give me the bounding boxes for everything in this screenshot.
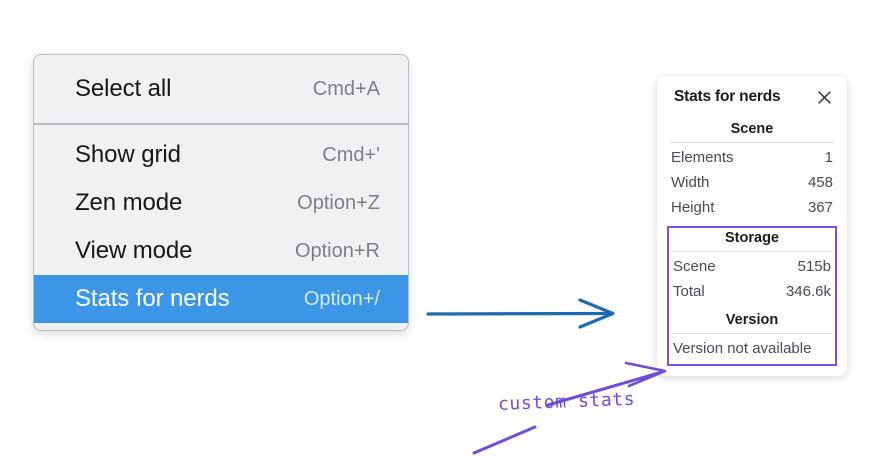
menu-item-show-grid[interactable]: Show grid Cmd+' <box>34 131 408 179</box>
menu-item-label: Stats for nerds <box>75 285 230 312</box>
stats-storage-section: Storage Scene 515b Total 346.6k <box>672 228 832 304</box>
context-menu[interactable]: Select all Cmd+A Show grid Cmd+' Zen mod… <box>33 54 409 331</box>
stat-key: Scene <box>673 258 716 275</box>
stats-scene-section: Scene Elements 1 Width 458 Height 367 <box>657 119 847 220</box>
stats-panel: Stats for nerds Scene Elements 1 Width 4… <box>657 76 847 376</box>
version-text: Version not available <box>673 340 812 357</box>
menu-item-zen-mode[interactable]: Zen mode Option+Z <box>34 179 408 227</box>
custom-stats-annotation-arrow <box>472 361 667 455</box>
stat-value: 367 <box>807 199 833 216</box>
menu-item-label: Select all <box>75 75 172 102</box>
stats-panel-header: Stats for nerds <box>657 88 847 106</box>
menu-item-select-all[interactable]: Select all Cmd+A <box>34 65 408 113</box>
menu-item-label: Zen mode <box>75 189 183 216</box>
flow-arrow-icon <box>426 298 615 329</box>
close-icon[interactable] <box>816 89 833 106</box>
stat-key: Width <box>671 174 710 191</box>
menu-item-stats-for-nerds[interactable]: Stats for nerds Option+/ <box>34 275 408 323</box>
stat-value: 346.6k <box>785 283 831 300</box>
section-heading-storage: Storage <box>672 228 832 252</box>
section-heading-scene: Scene <box>670 119 834 143</box>
menu-item-label: View mode <box>75 237 193 264</box>
stat-row: Height 367 <box>670 195 834 220</box>
stat-key: Total <box>673 283 705 300</box>
page-title: Stats for nerds <box>674 88 781 105</box>
section-heading-version: Version <box>672 310 832 334</box>
menu-item-label: Show grid <box>75 141 181 168</box>
stat-value: 1 <box>824 149 833 166</box>
stat-value: 515b <box>797 258 831 275</box>
menu-item-shortcut: Option+/ <box>303 287 380 310</box>
menu-item-shortcut: Cmd+A <box>312 77 380 100</box>
stats-version-section: Version Version not available <box>672 310 832 361</box>
stat-key: Height <box>671 199 715 216</box>
stat-key: Elements <box>671 149 734 166</box>
stat-row: Scene 515b <box>672 254 832 279</box>
stat-row: Width 458 <box>670 170 834 195</box>
custom-stats-highlight-box: Storage Scene 515b Total 346.6k Version … <box>667 226 837 366</box>
menu-item-view-mode[interactable]: View mode Option+R <box>34 227 408 275</box>
stat-row: Elements 1 <box>670 145 834 170</box>
stat-value: 458 <box>807 174 833 191</box>
menu-item-shortcut: Option+Z <box>297 191 380 214</box>
context-menu-section-1: Select all Cmd+A <box>34 55 408 125</box>
menu-item-shortcut: Option+R <box>294 239 380 262</box>
context-menu-section-2: Show grid Cmd+' Zen mode Option+Z View m… <box>34 125 408 330</box>
menu-item-shortcut: Cmd+' <box>322 143 380 166</box>
stat-row: Total 346.6k <box>672 279 832 304</box>
